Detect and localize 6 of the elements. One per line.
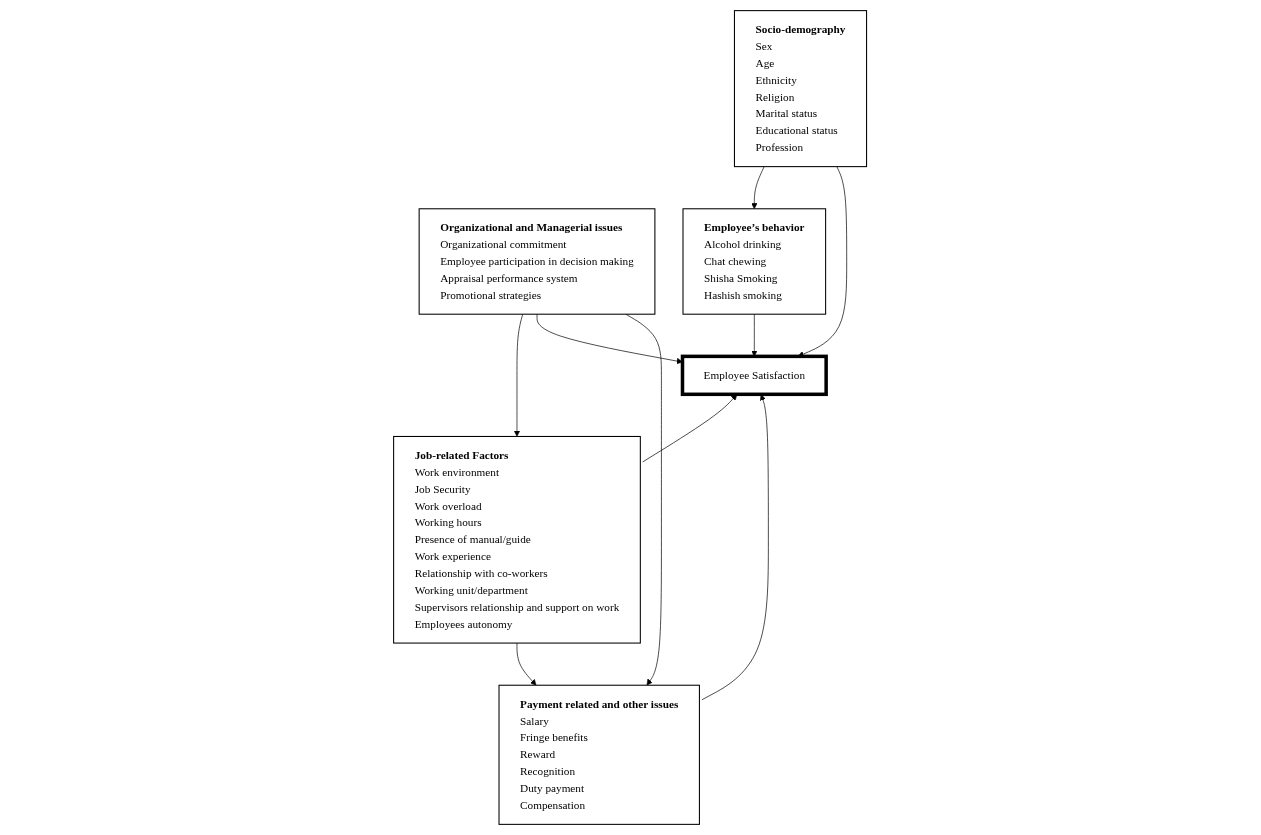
node-box (419, 208, 656, 315)
node-box (498, 684, 701, 825)
node-box (682, 208, 827, 315)
node-box (393, 435, 642, 644)
node-box (734, 10, 868, 168)
node-box (681, 354, 829, 397)
